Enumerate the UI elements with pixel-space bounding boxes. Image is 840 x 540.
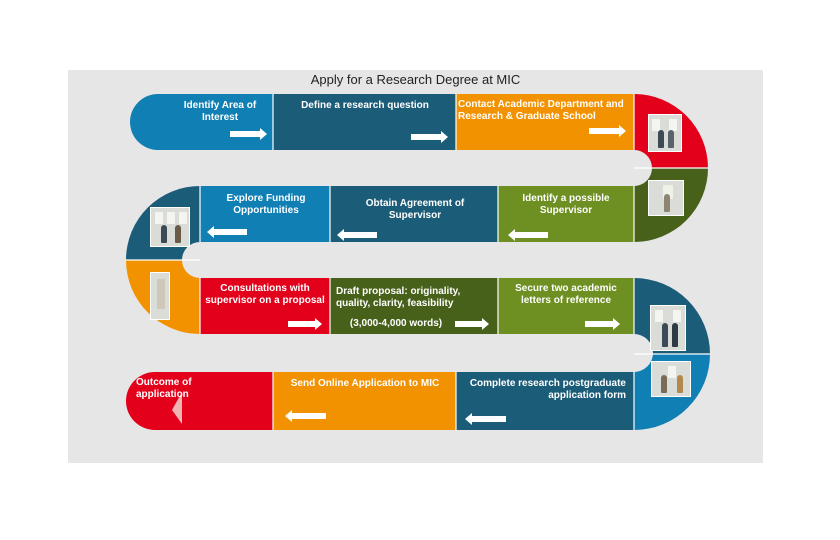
step-9-label: Secure two academic letters of reference (515, 283, 617, 306)
photo-students-3 (150, 207, 190, 247)
direction-arrows (207, 125, 626, 425)
segment-dividers (126, 94, 710, 430)
step-6-label: Explore Funding Opportunities (226, 193, 306, 216)
arrow-right-icon (585, 318, 620, 330)
step-12-label: Outcome of application (136, 377, 192, 400)
arrow-right-icon (230, 128, 267, 140)
curve-right-bottom-hole (634, 334, 653, 372)
step-5-label: Obtain Agreement of Supervisor (365, 198, 465, 221)
arrow-right-icon (455, 318, 489, 330)
step-8-subtext: (3,000-4,000 words) (349, 318, 443, 329)
segment-12 (126, 372, 273, 430)
step-11-label: Send Online Application to MIC (290, 378, 440, 389)
arrow-right-icon (589, 125, 626, 137)
photo-students-4 (150, 272, 170, 320)
step-10-label: Complete research postgraduate applicati… (469, 378, 626, 401)
photo-students-5 (650, 305, 686, 351)
step-7-label: Consultations with supervisor on a propo… (205, 283, 325, 306)
arrow-left-icon (465, 413, 506, 425)
photo-students-2 (648, 180, 684, 216)
step-2-label: Define a research question (301, 100, 429, 111)
photo-students-1 (648, 114, 682, 152)
step-4-label: Identify a possible Supervisor (522, 193, 610, 216)
arrow-right-icon (288, 318, 322, 330)
segment-11 (273, 372, 456, 430)
arrow-right-icon (411, 131, 448, 143)
diagram-title: Apply for a Research Degree at MIC (310, 72, 521, 87)
arrow-left-icon (337, 229, 377, 241)
arrow-left-icon (508, 229, 548, 241)
arrow-left-icon (207, 226, 247, 238)
step-1-label: Identify Area of Interest (183, 100, 257, 123)
step-8-label: Draft proposal: originality, quality, cl… (336, 286, 461, 309)
step-3-label: Contact Academic Department and Research… (458, 99, 624, 122)
arrow-left-icon (285, 410, 326, 422)
segment-3 (456, 94, 634, 150)
finish-arrow (172, 392, 182, 424)
segment-2 (273, 94, 456, 150)
photo-students-6 (651, 361, 691, 397)
